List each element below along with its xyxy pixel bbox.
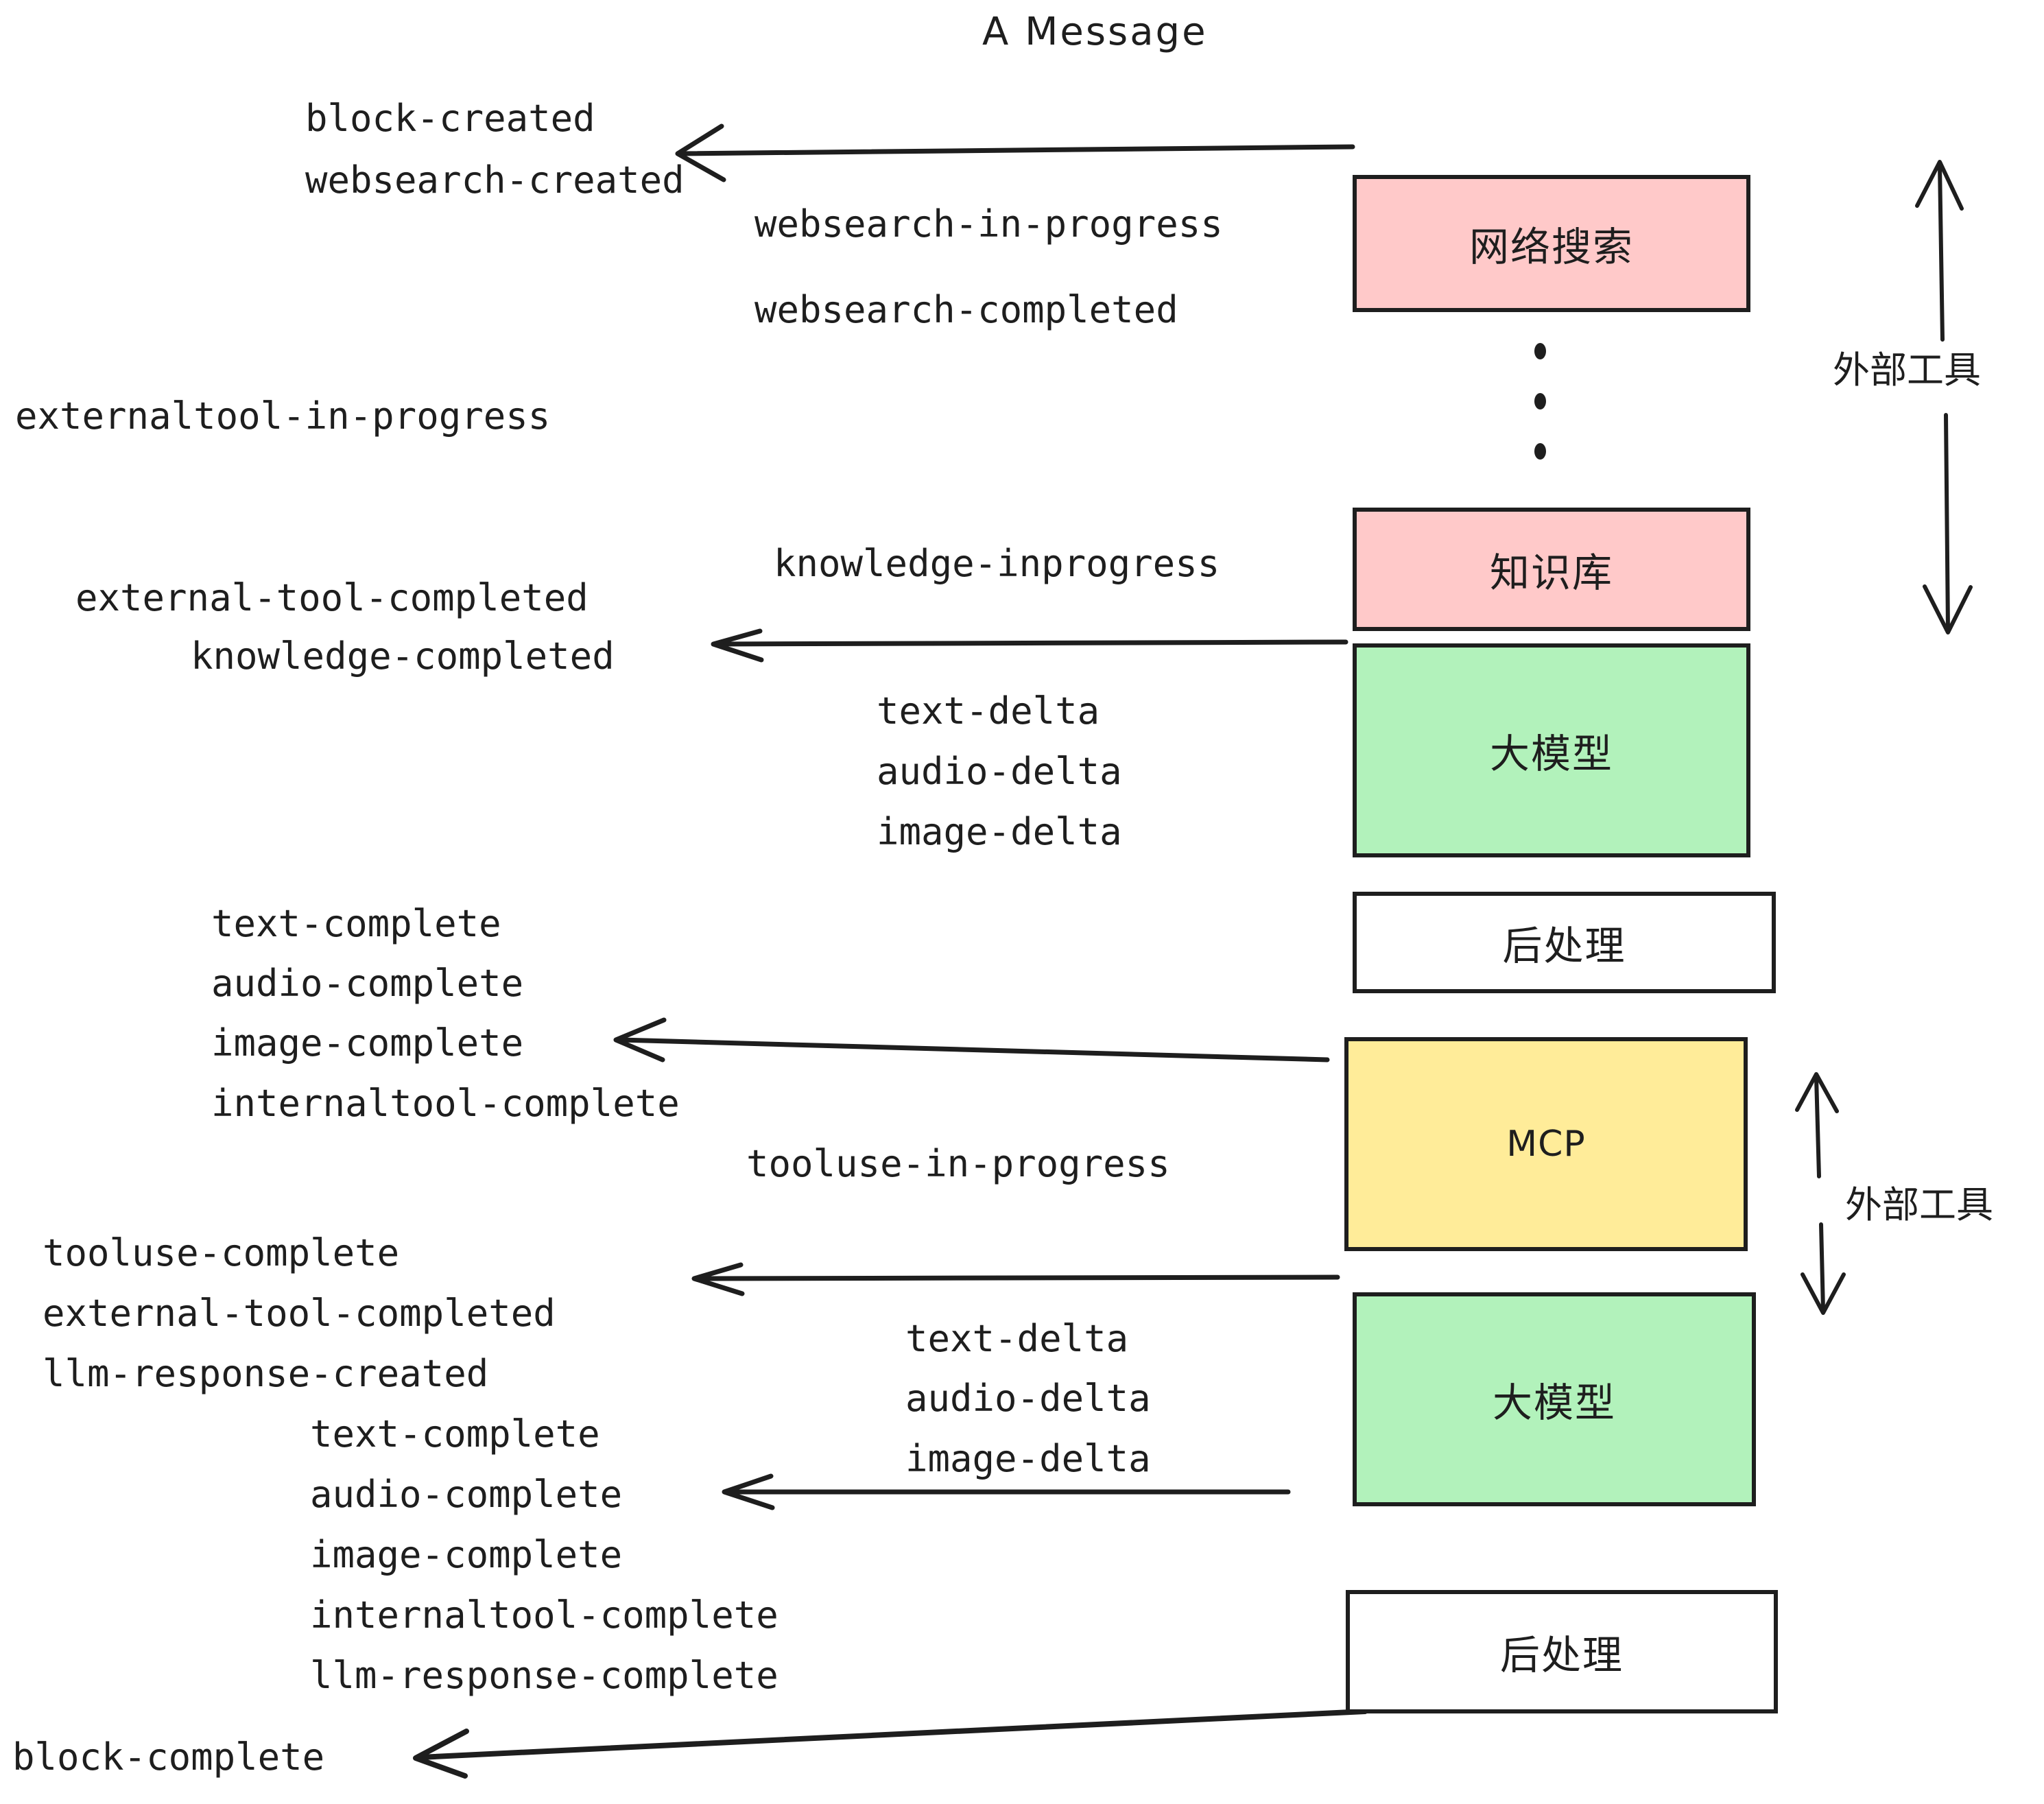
side-label-external-tools-top: 外部工具 [1833, 348, 1981, 392]
node-llm-2-label: 大模型 [1492, 1379, 1616, 1426]
dot-1 [1534, 343, 1546, 359]
event-audio-complete-2: audio-complete [310, 1473, 623, 1516]
event-block-created: block-created [305, 97, 595, 140]
node-postprocess-2[interactable]: 后处理 [1346, 1590, 1778, 1713]
node-llm-2[interactable]: 大模型 [1353, 1292, 1756, 1506]
dot-2 [1534, 393, 1546, 410]
arrow-tooluse-complete [691, 1262, 1340, 1296]
event-llm-response-complete: llm-response-complete [310, 1654, 779, 1697]
event-image-complete-2: image-complete [310, 1533, 623, 1576]
event-image-delta-1: image-delta [877, 810, 1122, 853]
node-mcp[interactable]: MCP [1344, 1037, 1748, 1251]
arrow-image-complete [613, 1017, 1330, 1063]
node-postprocess-2-label: 后处理 [1499, 1632, 1624, 1678]
arrow-external-tools-top [1915, 160, 1973, 634]
event-image-complete-1: image-complete [211, 1021, 524, 1065]
event-websearch-created: websearch-created [305, 158, 685, 202]
arrow-knowledge-completed [711, 628, 1348, 663]
event-audio-delta-1: audio-delta [877, 750, 1122, 793]
event-websearch-in-progress: websearch-in-progress [754, 202, 1223, 246]
event-text-delta-1: text-delta [877, 689, 1100, 733]
page-title: A Message [982, 10, 1208, 54]
node-postprocess-1[interactable]: 后处理 [1353, 892, 1776, 993]
event-tooluse-complete: tooluse-complete [43, 1231, 400, 1274]
event-tooluse-in-progress: tooluse-in-progress [746, 1142, 1170, 1185]
node-mcp-label: MCP [1506, 1124, 1586, 1165]
event-text-complete-2: text-complete [310, 1412, 600, 1456]
event-internaltool-complete-2: internaltool-complete [310, 1593, 779, 1637]
arrow-websearch-created [675, 123, 1355, 182]
event-text-complete-1: text-complete [211, 902, 501, 945]
event-knowledge-completed: knowledge-completed [191, 634, 615, 678]
event-text-delta-2: text-delta [905, 1317, 1129, 1360]
event-knowledge-inprogress: knowledge-inprogress [774, 542, 1220, 585]
event-websearch-completed: websearch-completed [754, 288, 1178, 331]
ellipsis-dots [1533, 343, 1547, 460]
event-audio-complete-1: audio-complete [211, 962, 524, 1005]
node-websearch-label: 网络搜索 [1469, 224, 1634, 270]
event-internaltool-complete-1: internaltool-complete [211, 1082, 680, 1125]
node-knowledge[interactable]: 知识库 [1353, 508, 1750, 631]
arrow-audio-complete [722, 1473, 1291, 1510]
event-external-tool-completed-1: external-tool-completed [75, 576, 589, 619]
node-websearch[interactable]: 网络搜索 [1353, 175, 1750, 312]
event-image-delta-2: image-delta [905, 1437, 1151, 1480]
event-audio-delta-2: audio-delta [905, 1377, 1151, 1420]
event-block-complete: block-complete [12, 1735, 325, 1779]
arrow-external-tools-bottom [1795, 1072, 1846, 1315]
event-externaltool-in-progress: externaltool-in-progress [15, 394, 551, 438]
node-llm-1-label: 大模型 [1489, 731, 1613, 777]
event-llm-response-created: llm-response-created [43, 1352, 489, 1395]
dot-3 [1534, 443, 1546, 460]
node-postprocess-1-label: 后处理 [1502, 923, 1626, 969]
node-knowledge-label: 知识库 [1489, 549, 1613, 596]
node-llm-1[interactable]: 大模型 [1353, 643, 1750, 857]
arrow-block-complete [413, 1709, 1368, 1779]
event-external-tool-completed-2: external-tool-completed [43, 1292, 556, 1335]
side-label-external-tools-bottom: 外部工具 [1845, 1183, 1993, 1226]
